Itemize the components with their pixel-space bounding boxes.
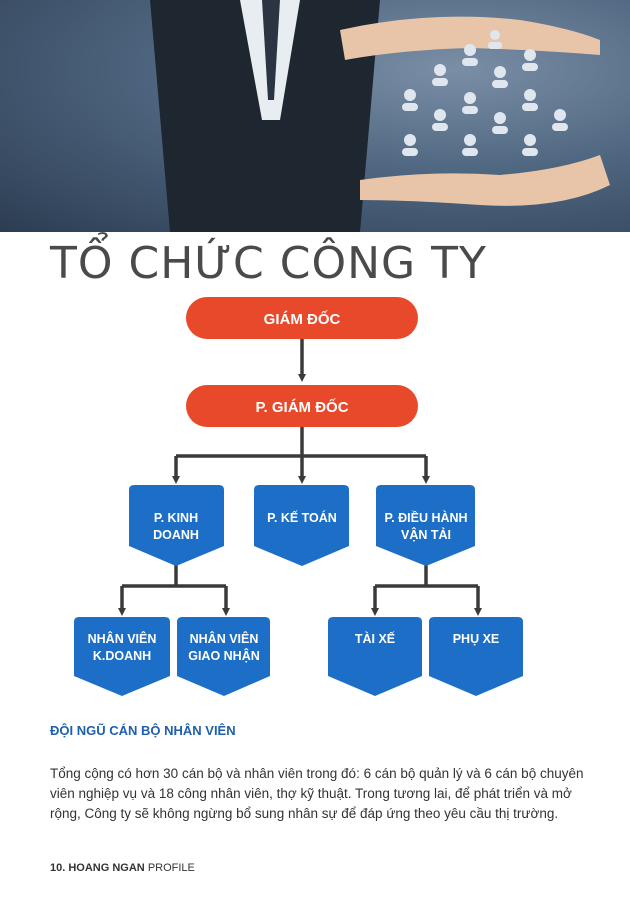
org-label-driver: TÀI XẾ — [355, 631, 395, 646]
org-chart-connectors — [118, 338, 482, 616]
org-label-sales-staff-2: K.DOANH — [93, 649, 151, 663]
org-label-delivery-staff-1: NHÂN VIÊN — [190, 631, 259, 646]
org-box-director — [186, 297, 418, 339]
page-footer: 10. HOANG NGAN PROFILE — [50, 862, 195, 874]
org-box-assistant-driver — [429, 617, 523, 696]
org-label-sales-staff-1: NHÂN VIÊN — [88, 631, 157, 646]
org-label-transport-dept-1: P. ĐIỀU HÀNH — [384, 510, 467, 525]
org-chart: GIÁM ĐỐC P. GIÁM ĐỐC P. KINH DOANH P. KẾ… — [74, 297, 523, 696]
org-label-delivery-staff-2: GIAO NHẬN — [188, 648, 260, 663]
org-label-transport-dept-2: VẬN TẢI — [401, 527, 451, 542]
org-label-sales-dept-1: P. KINH — [154, 511, 198, 525]
org-box-delivery-staff — [177, 617, 270, 696]
org-label-sales-dept-2: DOANH — [153, 528, 199, 542]
body-paragraph: Tổng cộng có hơn 30 cán bộ và nhân viên … — [50, 766, 584, 821]
org-box-accounting-dept — [254, 485, 349, 566]
org-label-director: GIÁM ĐỐC — [264, 310, 341, 328]
org-box-transport-dept — [376, 485, 475, 566]
footer-page-number: 10. HOANG NGAN — [50, 862, 145, 874]
top-hand-icon — [340, 16, 600, 61]
org-box-deputy — [186, 385, 418, 427]
org-box-sales-staff — [74, 617, 170, 696]
hero-image — [0, 0, 630, 232]
section-heading: ĐỘI NGŨ CÁN BỘ NHÂN VIÊN — [50, 723, 236, 738]
bottom-hand-icon — [360, 155, 610, 206]
tie-shape — [262, 0, 280, 100]
org-label-accounting-dept: P. KẾ TOÁN — [267, 510, 337, 525]
footer-label: PROFILE — [147, 862, 195, 874]
page-title: TỔ CHỨC CÔNG TY — [50, 238, 487, 289]
org-label-deputy: P. GIÁM ĐỐC — [255, 398, 348, 416]
org-label-assistant-driver: PHỤ XE — [453, 632, 500, 646]
org-box-sales-dept — [129, 485, 224, 566]
people-icons — [402, 30, 568, 156]
org-box-driver — [328, 617, 422, 696]
